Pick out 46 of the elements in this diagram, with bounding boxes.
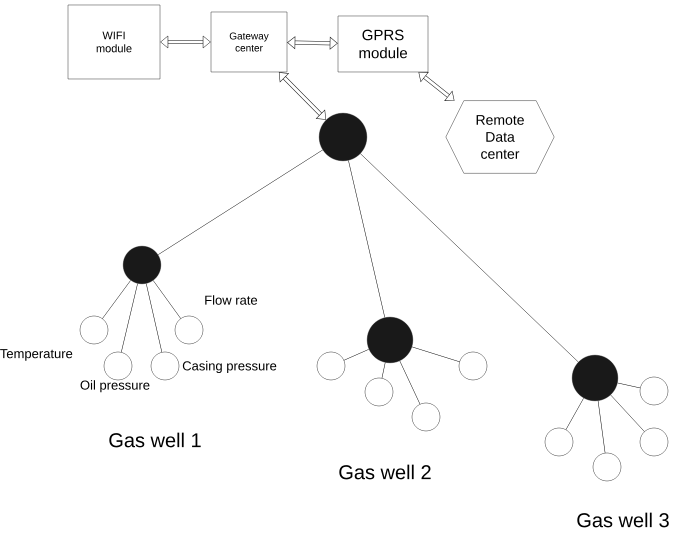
well-label: Gas well 1	[109, 432, 201, 448]
sensor-circle	[592, 452, 622, 482]
connector-line	[610, 394, 645, 432]
connector-line	[400, 360, 420, 404]
sensor-circle	[544, 428, 574, 456]
connector-line	[382, 362, 386, 378]
sensor-label: Casing pressure	[182, 360, 276, 374]
connector-line	[153, 280, 181, 319]
hub-circle	[122, 246, 162, 284]
well-label: Gas well 3	[577, 512, 669, 528]
hub-circle	[318, 112, 368, 162]
connector-line	[344, 349, 370, 360]
sensor-circle	[150, 352, 180, 380]
connector-line	[412, 346, 460, 362]
sensor-circle	[364, 378, 394, 406]
connector-line	[102, 280, 131, 319]
connector-line	[617, 382, 640, 388]
module-box: Gateway center	[210, 12, 288, 72]
connector-line	[598, 400, 606, 454]
sensor-label: Oil pressure	[80, 380, 150, 392]
connector-line	[121, 283, 138, 352]
sensor-circle	[412, 402, 440, 432]
hollow-arrow	[287, 36, 338, 50]
hub-circle	[366, 316, 414, 364]
sensor-circle	[458, 352, 488, 380]
sensor-label: Flow rate	[205, 295, 258, 305]
connector-line	[348, 160, 386, 318]
connector-line	[566, 398, 584, 430]
hollow-arrow	[278, 72, 326, 120]
hexagon-node: Remote Data center	[446, 100, 554, 174]
sensor-circle	[80, 316, 108, 344]
connector-line	[158, 150, 323, 255]
sensor-circle	[104, 352, 132, 380]
connector-line	[146, 283, 162, 352]
hollow-arrow	[160, 36, 211, 48]
sensor-circle	[316, 352, 346, 380]
module-box: GPRS module	[338, 16, 428, 72]
module-box: WIFI module	[68, 4, 160, 80]
well-label: Gas well 2	[339, 464, 431, 480]
sensor-circle	[640, 376, 668, 406]
sensor-label: Temperature	[0, 349, 72, 361]
connector-line	[360, 153, 578, 362]
sensor-circle	[174, 316, 204, 344]
hub-circle	[572, 354, 618, 402]
hollow-arrow	[418, 72, 454, 101]
sensor-circle	[640, 428, 668, 456]
